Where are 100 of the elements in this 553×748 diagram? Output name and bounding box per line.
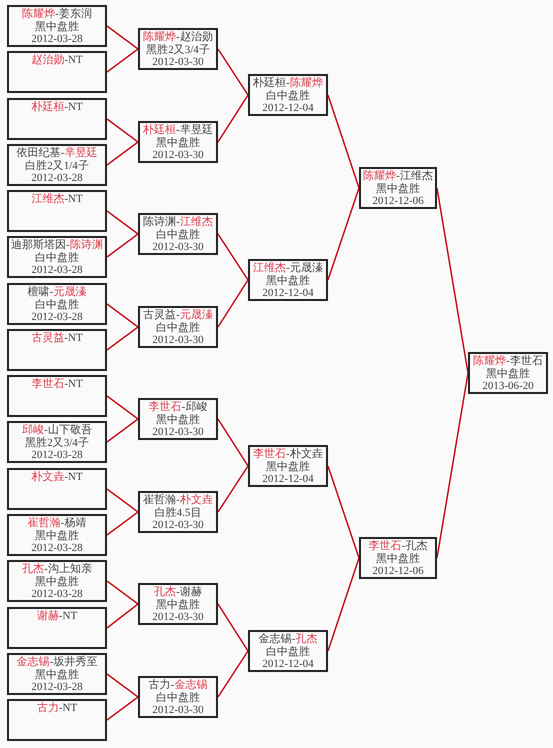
match-box: [248, 74, 328, 116]
bracket-line: [217, 94, 249, 142]
player-names: 江维杰-元晟溱: [253, 262, 323, 274]
match-box: [7, 468, 107, 510]
bracket-line: [217, 48, 249, 96]
bracket-line: [106, 511, 138, 536]
match-box: [138, 398, 218, 440]
date-text: 2012-12-06: [372, 195, 424, 208]
date-text: 2012-12-04: [262, 102, 314, 114]
bracket-line: [217, 280, 249, 328]
result-text: 黑中盘胜: [35, 576, 79, 588]
result-text: 白中盘胜: [156, 322, 200, 334]
match-box: [7, 98, 107, 140]
match-box: [7, 144, 107, 186]
bracket-line: [436, 188, 469, 374]
match-box: [7, 236, 107, 278]
bracket-line: [106, 580, 138, 605]
match-box: [248, 259, 328, 301]
bracket-line: [106, 210, 138, 235]
match-box: [7, 5, 107, 47]
result-text: 白中盘胜: [156, 228, 200, 241]
match-box: [138, 213, 218, 255]
match-box: [7, 560, 107, 602]
player-names: 崔哲瀚-朴文垚: [143, 494, 213, 506]
date-text: 2012-03-30: [152, 334, 204, 346]
result-text: 黑胜2又3/4子: [25, 436, 89, 449]
player-names: 江维杰-NT: [31, 193, 83, 206]
player-names: 李世石-NT: [31, 378, 83, 390]
match-box: [7, 421, 107, 463]
bracket-line: [217, 650, 249, 698]
bracket-line: [327, 466, 360, 558]
date-text: 2012-03-28: [31, 172, 83, 184]
player-names: 陈耀烨-赵治勋: [143, 31, 213, 44]
date-text: 2012-03-30: [152, 149, 204, 162]
player-names: 金志锡-坂井秀至: [16, 656, 98, 668]
player-names: 金志锡-孔杰: [258, 633, 318, 646]
result-text: 白中盘胜: [266, 90, 310, 102]
player-names: 依田纪基-芈昱廷: [16, 147, 98, 160]
player-names: 谢赫-NT: [36, 610, 78, 622]
date-text: 2012-03-28: [31, 449, 83, 462]
bracket-line: [106, 118, 138, 143]
player-names: 陈诗渊-江维杰: [143, 216, 213, 228]
bracket-line: [106, 48, 138, 73]
match-box: [359, 167, 437, 209]
result-text: 黑中盘胜: [376, 552, 420, 565]
player-names: 古灵益-元晟溱: [143, 309, 213, 322]
date-text: 2012-03-30: [152, 241, 204, 254]
match-box: [7, 51, 107, 93]
match-box: [7, 514, 107, 556]
date-text: 2012-03-28: [31, 681, 83, 694]
result-text: 白中盘胜: [35, 298, 79, 311]
player-names: 古力-金志锡: [148, 679, 208, 692]
player-names: 古灵益-NT: [31, 332, 83, 344]
match-box: [248, 445, 328, 487]
bracket-line: [106, 303, 138, 328]
player-names: 赵治勋-NT: [31, 54, 83, 66]
match-box: [468, 352, 548, 394]
player-names: 李世石-孔杰: [368, 540, 428, 552]
result-text: 黑胜2又3/4子: [146, 44, 210, 56]
date-text: 2012-03-30: [152, 611, 204, 624]
bracket-line: [106, 418, 138, 443]
player-names: 陈耀烨-江维杰: [363, 170, 433, 182]
result-text: 白中盘胜: [156, 692, 200, 704]
date-text: 2012-03-30: [152, 426, 204, 438]
date-text: 2012-03-30: [152, 519, 204, 532]
date-text: 2013-06-20: [482, 380, 534, 392]
player-names: 邱峻-山下敬吾: [22, 424, 92, 436]
result-text: 黑中盘胜: [486, 368, 530, 380]
result-text: 白胜2又1/4子: [25, 160, 89, 172]
bracket-line: [106, 233, 138, 258]
date-text: 2012-03-28: [31, 264, 83, 276]
bracket-line: [217, 604, 249, 652]
bracket-line: [106, 696, 138, 721]
player-names: 崔哲瀚-杨靖: [28, 517, 86, 530]
bracket-line: [106, 25, 138, 50]
bracket-line: [217, 418, 249, 466]
result-text: 黑中盘胜: [35, 530, 79, 542]
bracket-line: [327, 94, 360, 188]
player-names: 陈耀烨-李世石: [473, 355, 543, 368]
player-names: 孔杰-谢赫: [154, 586, 202, 598]
match-box: [7, 375, 107, 417]
player-names: 朴廷桓-芈昱廷: [143, 124, 213, 136]
bracket-line: [106, 488, 138, 513]
bracket-line: [106, 395, 138, 420]
match-box: [138, 676, 218, 718]
result-text: 白中盘胜: [35, 252, 79, 264]
bracket-line: [436, 372, 469, 558]
player-names: 檀啸-元晟溱: [28, 286, 86, 298]
match-box: [138, 491, 218, 533]
date-text: 2012-12-04: [262, 658, 314, 670]
bracket-line: [217, 234, 249, 280]
result-text: 黑中盘胜: [156, 598, 200, 611]
result-text: 黑中盘胜: [266, 460, 310, 473]
date-text: 2012-03-28: [31, 33, 83, 46]
result-text: 白中盘胜: [266, 646, 310, 658]
result-text: 黑中盘胜: [156, 414, 200, 426]
player-names: 迪那斯塔因-陈诗渊: [11, 239, 103, 252]
match-box: [7, 699, 107, 741]
result-text: 黑中盘胜: [156, 136, 200, 149]
match-box: [7, 607, 107, 649]
